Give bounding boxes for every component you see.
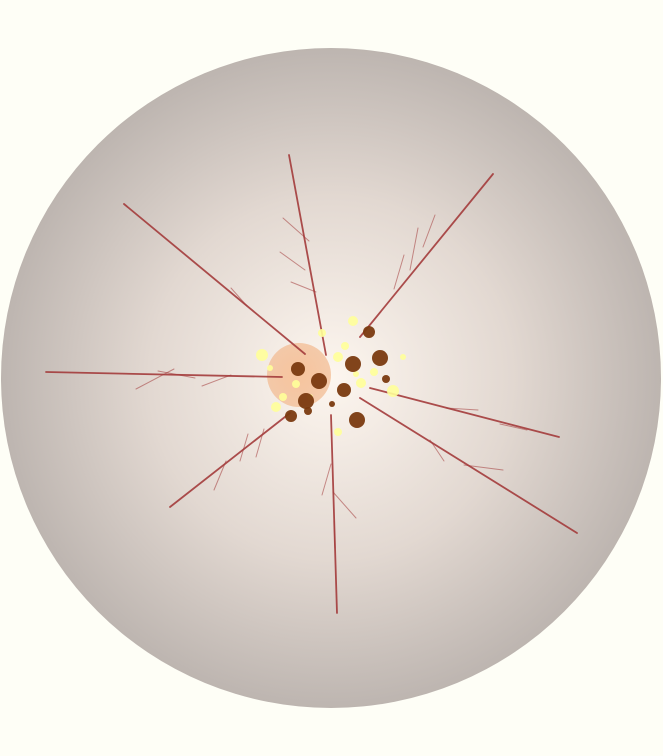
exudate-15 bbox=[353, 371, 359, 377]
exudate-5 bbox=[348, 316, 358, 326]
vessel-branch-5 bbox=[409, 227, 419, 271]
exudate-12 bbox=[334, 428, 342, 436]
exudate-8 bbox=[356, 378, 366, 388]
vessel-branch-14 bbox=[321, 463, 332, 496]
vessel-branch-6 bbox=[393, 254, 405, 290]
vessel-branch-15 bbox=[332, 491, 357, 519]
hemorrhages bbox=[285, 326, 390, 428]
vessel-5 bbox=[169, 412, 291, 508]
exudate-10 bbox=[400, 354, 406, 360]
hemorrhage-6 bbox=[363, 326, 375, 338]
hemorrhage-2 bbox=[311, 373, 327, 389]
vessel-branch-11 bbox=[213, 460, 227, 491]
hemorrhage-10 bbox=[337, 383, 351, 397]
vessel-branch-2 bbox=[279, 251, 306, 271]
vessel-branch-19 bbox=[445, 407, 479, 411]
vessel-branch-20 bbox=[499, 423, 528, 431]
hemorrhage-8 bbox=[345, 356, 361, 372]
exudate-3 bbox=[292, 380, 300, 388]
vessel-3 bbox=[123, 203, 306, 355]
vessel-2 bbox=[359, 173, 494, 338]
vessel-8 bbox=[369, 387, 560, 438]
exudate-2 bbox=[271, 402, 281, 412]
vessel-branch-7 bbox=[230, 287, 248, 307]
vessel-1 bbox=[288, 154, 327, 356]
exudate-11 bbox=[370, 368, 378, 376]
vessel-branch-18 bbox=[463, 464, 504, 471]
exudate-4 bbox=[318, 329, 326, 337]
exudate-16 bbox=[267, 365, 273, 371]
hard-exudates bbox=[256, 316, 406, 436]
vessel-branch-17 bbox=[429, 439, 445, 462]
vessel-6 bbox=[330, 414, 338, 614]
hemorrhage-5 bbox=[304, 407, 312, 415]
vessel-branch-16 bbox=[333, 520, 336, 549]
vessel-branch-4 bbox=[422, 214, 436, 248]
hemorrhage-9 bbox=[382, 375, 390, 383]
exudate-13 bbox=[279, 393, 287, 401]
vessel-branch-10 bbox=[201, 374, 232, 387]
vessel-branch-13 bbox=[255, 428, 265, 458]
blood-vessels bbox=[45, 154, 578, 614]
hemorrhage-7 bbox=[372, 350, 388, 366]
vessel-branch-12 bbox=[239, 433, 249, 462]
vessel-branch-1 bbox=[282, 217, 310, 242]
exudate-6 bbox=[333, 352, 343, 362]
vessel-branch-9 bbox=[157, 370, 196, 379]
exudate-1 bbox=[256, 349, 268, 361]
hemorrhage-11 bbox=[349, 412, 365, 428]
vessel-branch-3 bbox=[290, 281, 317, 293]
exudate-7 bbox=[341, 342, 349, 350]
hemorrhage-12 bbox=[329, 401, 335, 407]
hemorrhage-4 bbox=[285, 410, 297, 422]
hemorrhage-1 bbox=[291, 362, 305, 376]
exudate-9 bbox=[387, 385, 399, 397]
fundus-disc bbox=[1, 48, 661, 708]
hemorrhage-3 bbox=[298, 393, 314, 409]
